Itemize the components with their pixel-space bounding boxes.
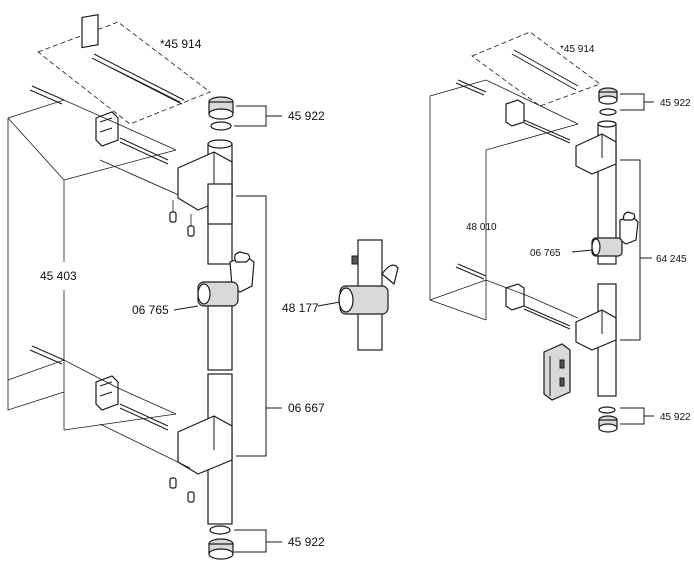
right-rail-bracket-line [620,159,641,341]
label-right-bracket: 48 010 [466,222,497,233]
right-lower-rail [575,283,617,397]
left-lower-bracket [7,345,195,503]
left-optional-kit-plate [37,14,211,125]
right-optional-kit-plate [471,31,601,107]
label-right-cap-bottom: 45 922 [660,412,691,423]
left-bottom-cap [208,525,282,560]
right-lower-bracket [429,263,579,330]
right-assembly: *45 914 45 922 48 010 06 765 64 245 45 9… [429,31,691,433]
label-right-slider: 06 765 [530,248,561,259]
left-upper-pins [169,200,195,237]
label-right-optional-kit: *45 914 [560,44,595,55]
right-bottom-cap [598,406,654,433]
right-upper-rail [575,120,617,265]
label-left-rail: 06 667 [288,401,325,415]
label-right-cap-top: 45 922 [660,98,691,109]
left-rail-bracket-line [236,195,267,457]
label-left-wall-bracket: 45 403 [40,269,77,283]
left-lower-rail [177,305,233,525]
label-left-optional-kit: *45 914 [160,37,202,51]
left-wall-bracket-line [7,118,65,411]
right-slider [571,211,639,257]
label-middle-slider: 48 177 [282,301,319,315]
left-upper-bracket [7,85,191,201]
right-upper-bracket [429,79,579,151]
left-slider [173,251,255,311]
label-left-cap-top: 45 922 [288,109,325,123]
middle-slider-detail: 48 177 [282,239,399,351]
label-left-cap-bottom: 45 922 [288,535,325,549]
right-bracket-outline [429,96,487,321]
left-top-cap [208,96,282,131]
label-left-slider: 06 765 [132,303,169,317]
right-mounting-block [543,343,571,401]
left-upper-rail [177,139,233,265]
right-top-cap [598,87,654,116]
left-assembly: *45 914 45 922 45 403 06 765 06 667 45 9… [7,14,325,560]
label-right-rail: 64 245 [656,254,687,265]
